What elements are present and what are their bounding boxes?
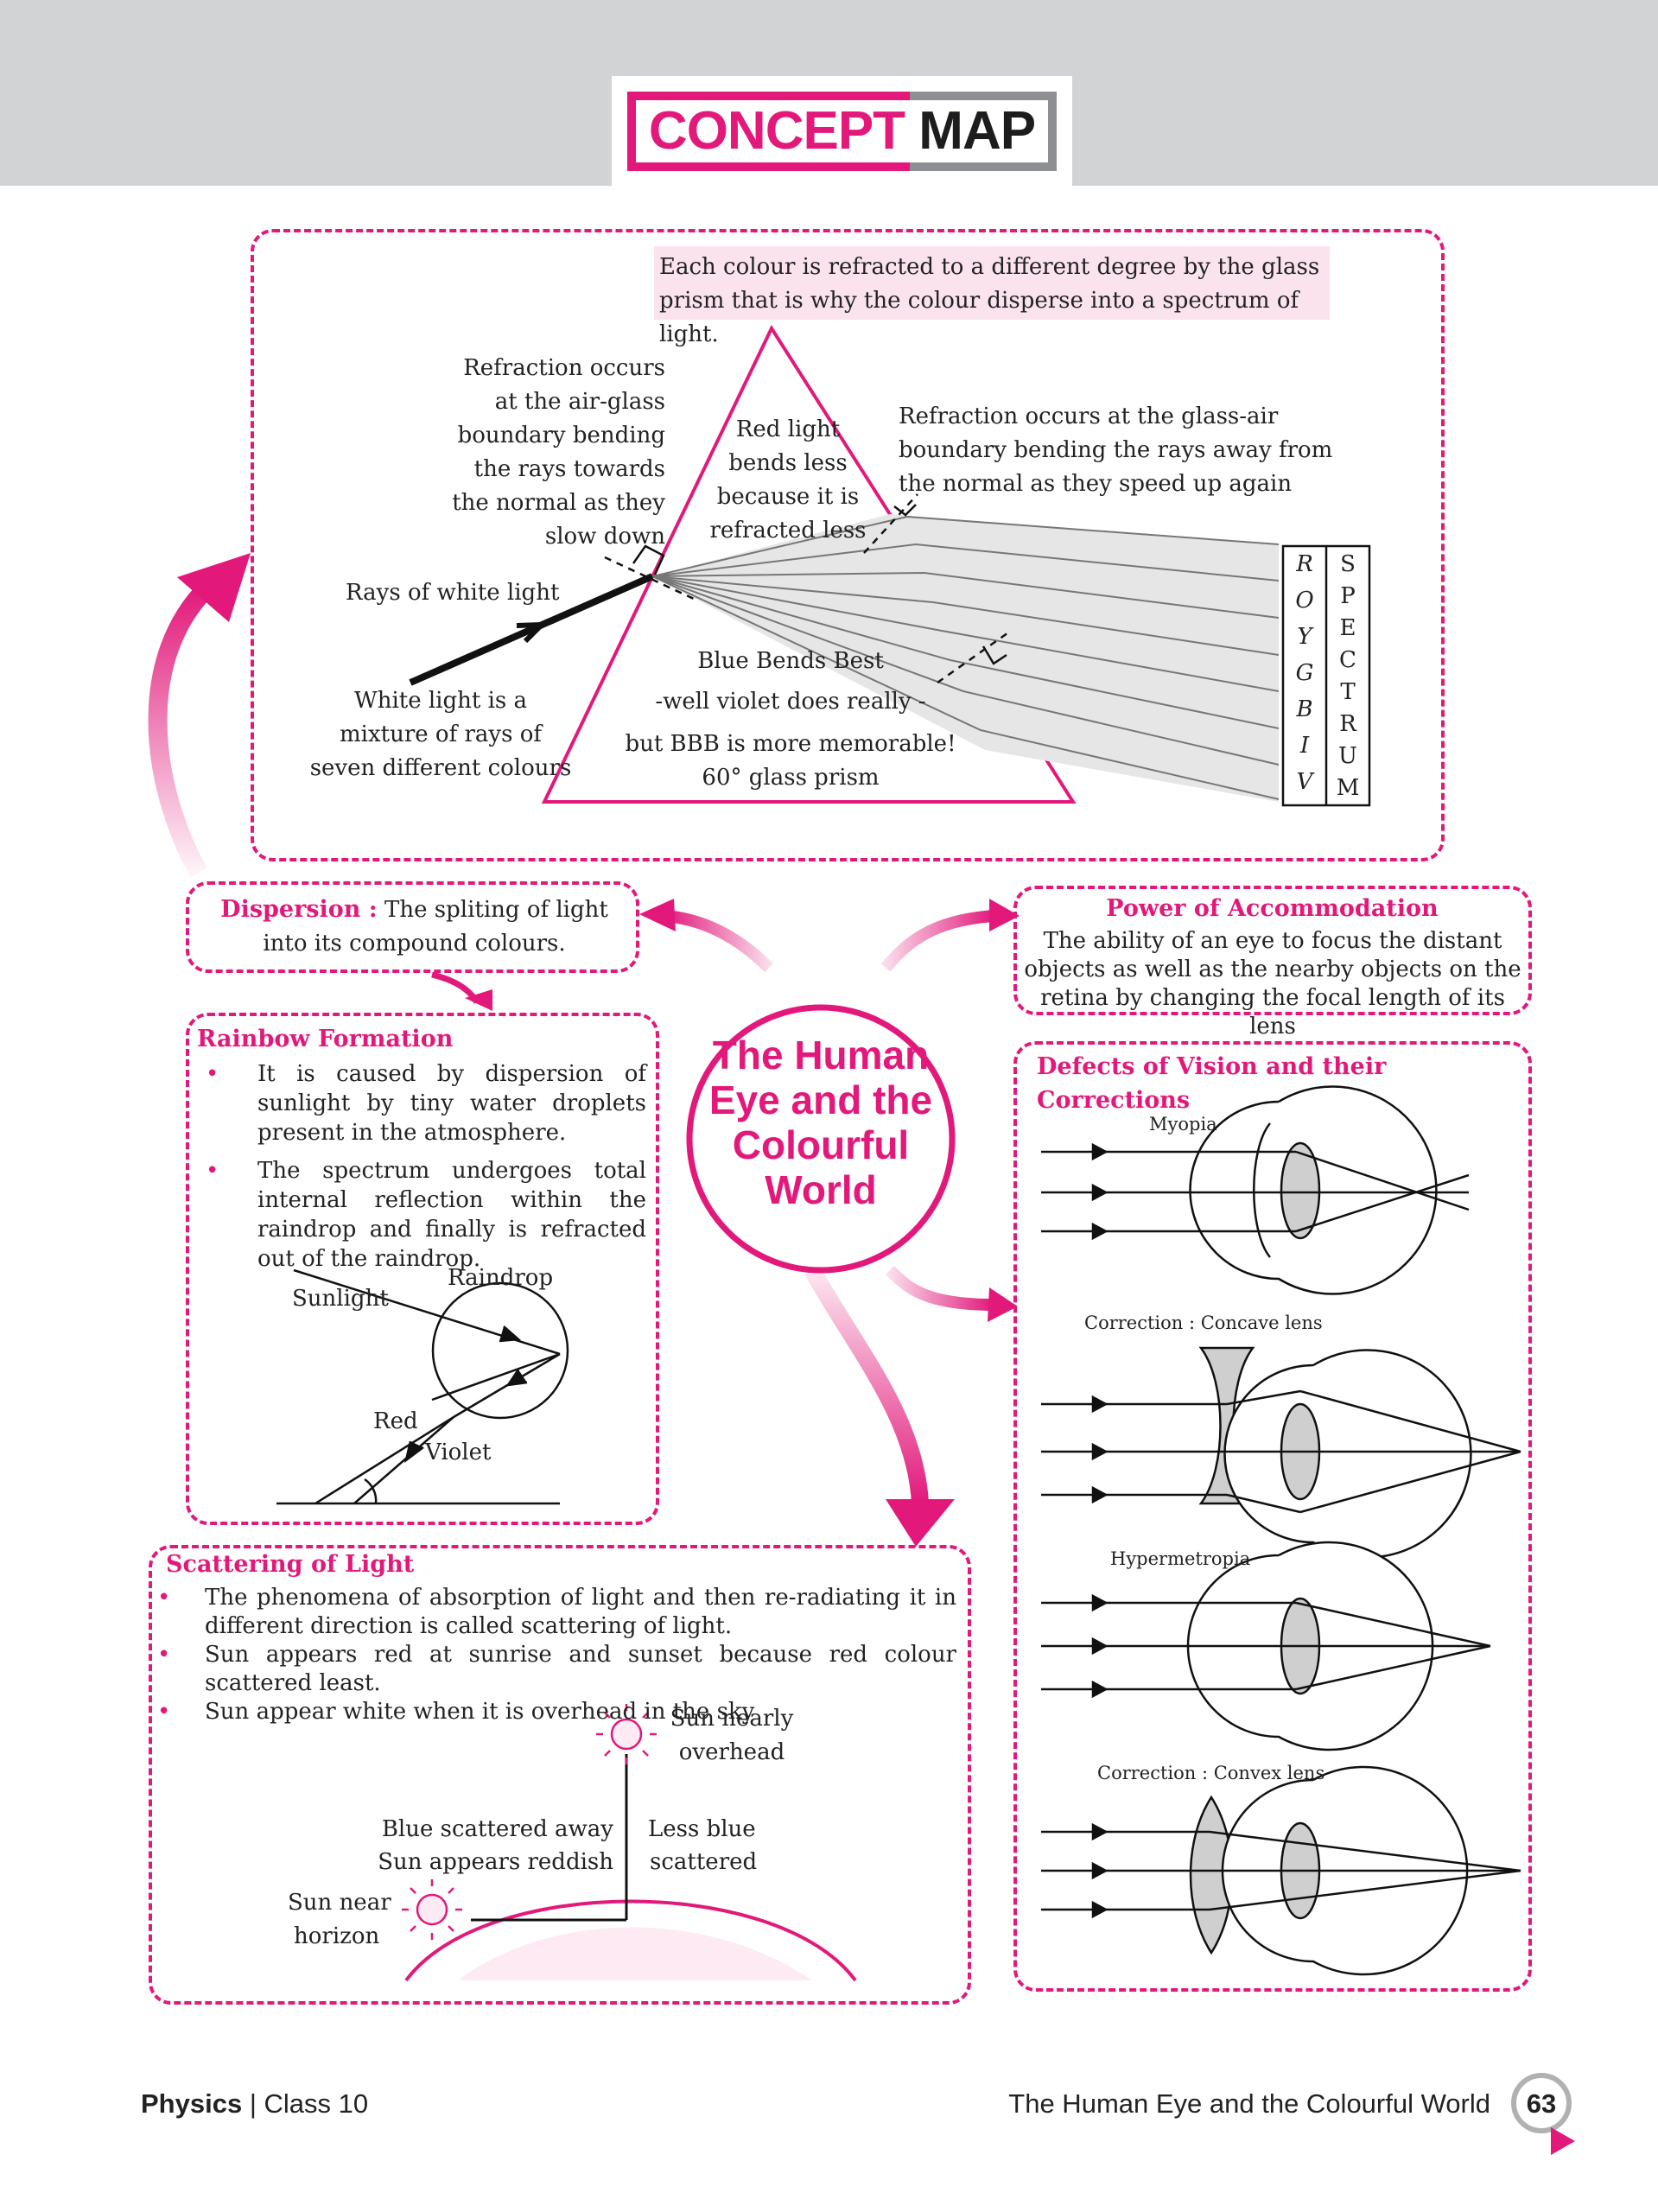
list-item: Sun appear white when it is overhead in … xyxy=(149,1698,956,1726)
title-part1: CONCEPT xyxy=(648,101,905,161)
footer-separator: | xyxy=(249,2088,257,2119)
dispersion-text: Dispersion : The spliting of light into … xyxy=(200,893,628,961)
rainbow-bullets: It is caused by dispersion of sunlight b… xyxy=(197,1059,646,1274)
spectrum-letter: S xyxy=(1340,551,1356,577)
concept-map-title: CONCEPT MAP xyxy=(612,76,1072,188)
horizon-label: horizon xyxy=(294,1923,380,1949)
red-light-label: Red light bends less because it is refra… xyxy=(709,416,867,543)
myopia-eye xyxy=(1041,1085,1470,1295)
footer-subject: Physics xyxy=(141,2088,243,2119)
hypermetropia-label: Hypermetropia xyxy=(1110,1548,1251,1569)
spectrum-letter: T xyxy=(1340,679,1356,705)
accommodation-text: The ability of an eye to focus the dista… xyxy=(1024,928,1521,1039)
footer-chapter: The Human Eye and the Colourful World xyxy=(1008,2088,1490,2119)
less-blue-label: Less blue xyxy=(648,1816,756,1842)
vibgyor-letter: O xyxy=(1295,588,1314,613)
page-number-badge xyxy=(1511,2073,1575,2155)
blue-scattered-label: Blue scattered away xyxy=(381,1816,613,1842)
dispersion-box xyxy=(186,881,639,973)
violet-label: Violet xyxy=(425,1440,492,1465)
scattering-diagram xyxy=(402,1704,857,1982)
title-part2: MAP xyxy=(918,101,1036,161)
scattering-title: Scattering of Light xyxy=(166,1551,415,1578)
vibgyor-letter: I xyxy=(1299,733,1310,759)
spectrum-letter: C xyxy=(1339,647,1356,673)
white-light-label: White light is a mixture of rays of seve… xyxy=(309,688,572,781)
vibgyor-letter: V xyxy=(1296,769,1313,795)
sun-reddish-label: Sun appears reddish xyxy=(378,1849,613,1875)
spectrum-letter: U xyxy=(1338,743,1357,769)
vibgyor-letter: Y xyxy=(1297,624,1312,650)
eye-diagrams xyxy=(1041,1085,1521,1976)
sun-horizon-icon xyxy=(402,1879,462,1940)
prism-panel xyxy=(251,229,1445,861)
spectrum-letter: R xyxy=(1339,711,1356,737)
footer-left: Physics | Class 10 xyxy=(141,2087,368,2121)
convex-eye xyxy=(1041,1765,1521,1976)
sunlight-label: Sunlight xyxy=(292,1286,389,1312)
hypermetropia-eye xyxy=(1041,1541,1491,1751)
refraction-glass-air: Refraction occurs at the glass-air bound… xyxy=(899,404,1333,497)
myopia-label: Myopia xyxy=(1149,1114,1217,1135)
accommodation-title: Power of Accommodation xyxy=(1106,895,1439,922)
raindrop-diagram xyxy=(276,1268,569,1505)
scattered-label: scattered xyxy=(650,1849,758,1875)
sun-near-label: Sun near xyxy=(288,1890,391,1916)
footer-class: Class 10 xyxy=(264,2088,369,2119)
spectrum-letter: E xyxy=(1339,615,1356,641)
list-item: It is caused by dispersion of sunlight b… xyxy=(197,1059,646,1147)
rainbow-title: Rainbow Formation xyxy=(197,1026,454,1052)
defects-box xyxy=(1013,1041,1532,1992)
vibgyor-letter: B xyxy=(1296,696,1313,722)
refraction-air-glass: Refraction occurs at the air-glass bound… xyxy=(452,355,665,550)
vibgyor-letter: R xyxy=(1296,551,1313,577)
list-item: The spectrum undergoes total internal re… xyxy=(197,1156,646,1274)
raindrop-label: Raindrop xyxy=(448,1265,554,1291)
spectrum-letter: M xyxy=(1336,775,1360,801)
prism-note: Each colour is refracted to a different … xyxy=(659,254,1320,347)
red-label: Red xyxy=(373,1408,418,1434)
list-item: Sun appears red at sunrise and sunset be… xyxy=(149,1641,956,1698)
center-title: The Human Eye and the Colourful World xyxy=(708,1033,933,1212)
prism-label: 60° glass prism xyxy=(702,765,880,791)
bbb-line2: -well violet does really - xyxy=(655,689,926,715)
concave-eye xyxy=(1041,1346,1521,1559)
scattering-bullets: The phenomena of absorption of light and… xyxy=(149,1584,956,1726)
note-highlight xyxy=(654,246,1330,320)
scattering-box xyxy=(149,1545,971,2005)
connector-arrows xyxy=(148,553,1020,1547)
prism-diagram xyxy=(409,324,1280,804)
concave-label: Correction : Concave lens xyxy=(1084,1313,1323,1333)
rainbow-box xyxy=(186,1013,659,1525)
sun-overhead-label: Sun nearly overhead xyxy=(670,1706,794,1765)
dispersion-body: The spliting of light into its compound … xyxy=(263,897,608,957)
footer-page-number: 63 xyxy=(1526,2088,1557,2119)
bbb-line1: Blue Bends Best xyxy=(697,648,884,674)
spectrum-table xyxy=(1281,544,1371,807)
vibgyor-letter: G xyxy=(1295,660,1314,686)
convex-label: Correction : Convex lens xyxy=(1097,1763,1325,1783)
spectrum-letter: P xyxy=(1340,583,1356,609)
dispersion-label: Dispersion : xyxy=(220,896,378,923)
accommodation-box xyxy=(1013,886,1532,1015)
defects-title: Defects of Vision and their Corrections xyxy=(1037,1053,1387,1114)
bbb-line3: but BBB is more memorable! xyxy=(625,731,956,757)
rays-label: Rays of white light xyxy=(346,580,560,606)
list-item: The phenomena of absorption of light and… xyxy=(149,1584,956,1641)
